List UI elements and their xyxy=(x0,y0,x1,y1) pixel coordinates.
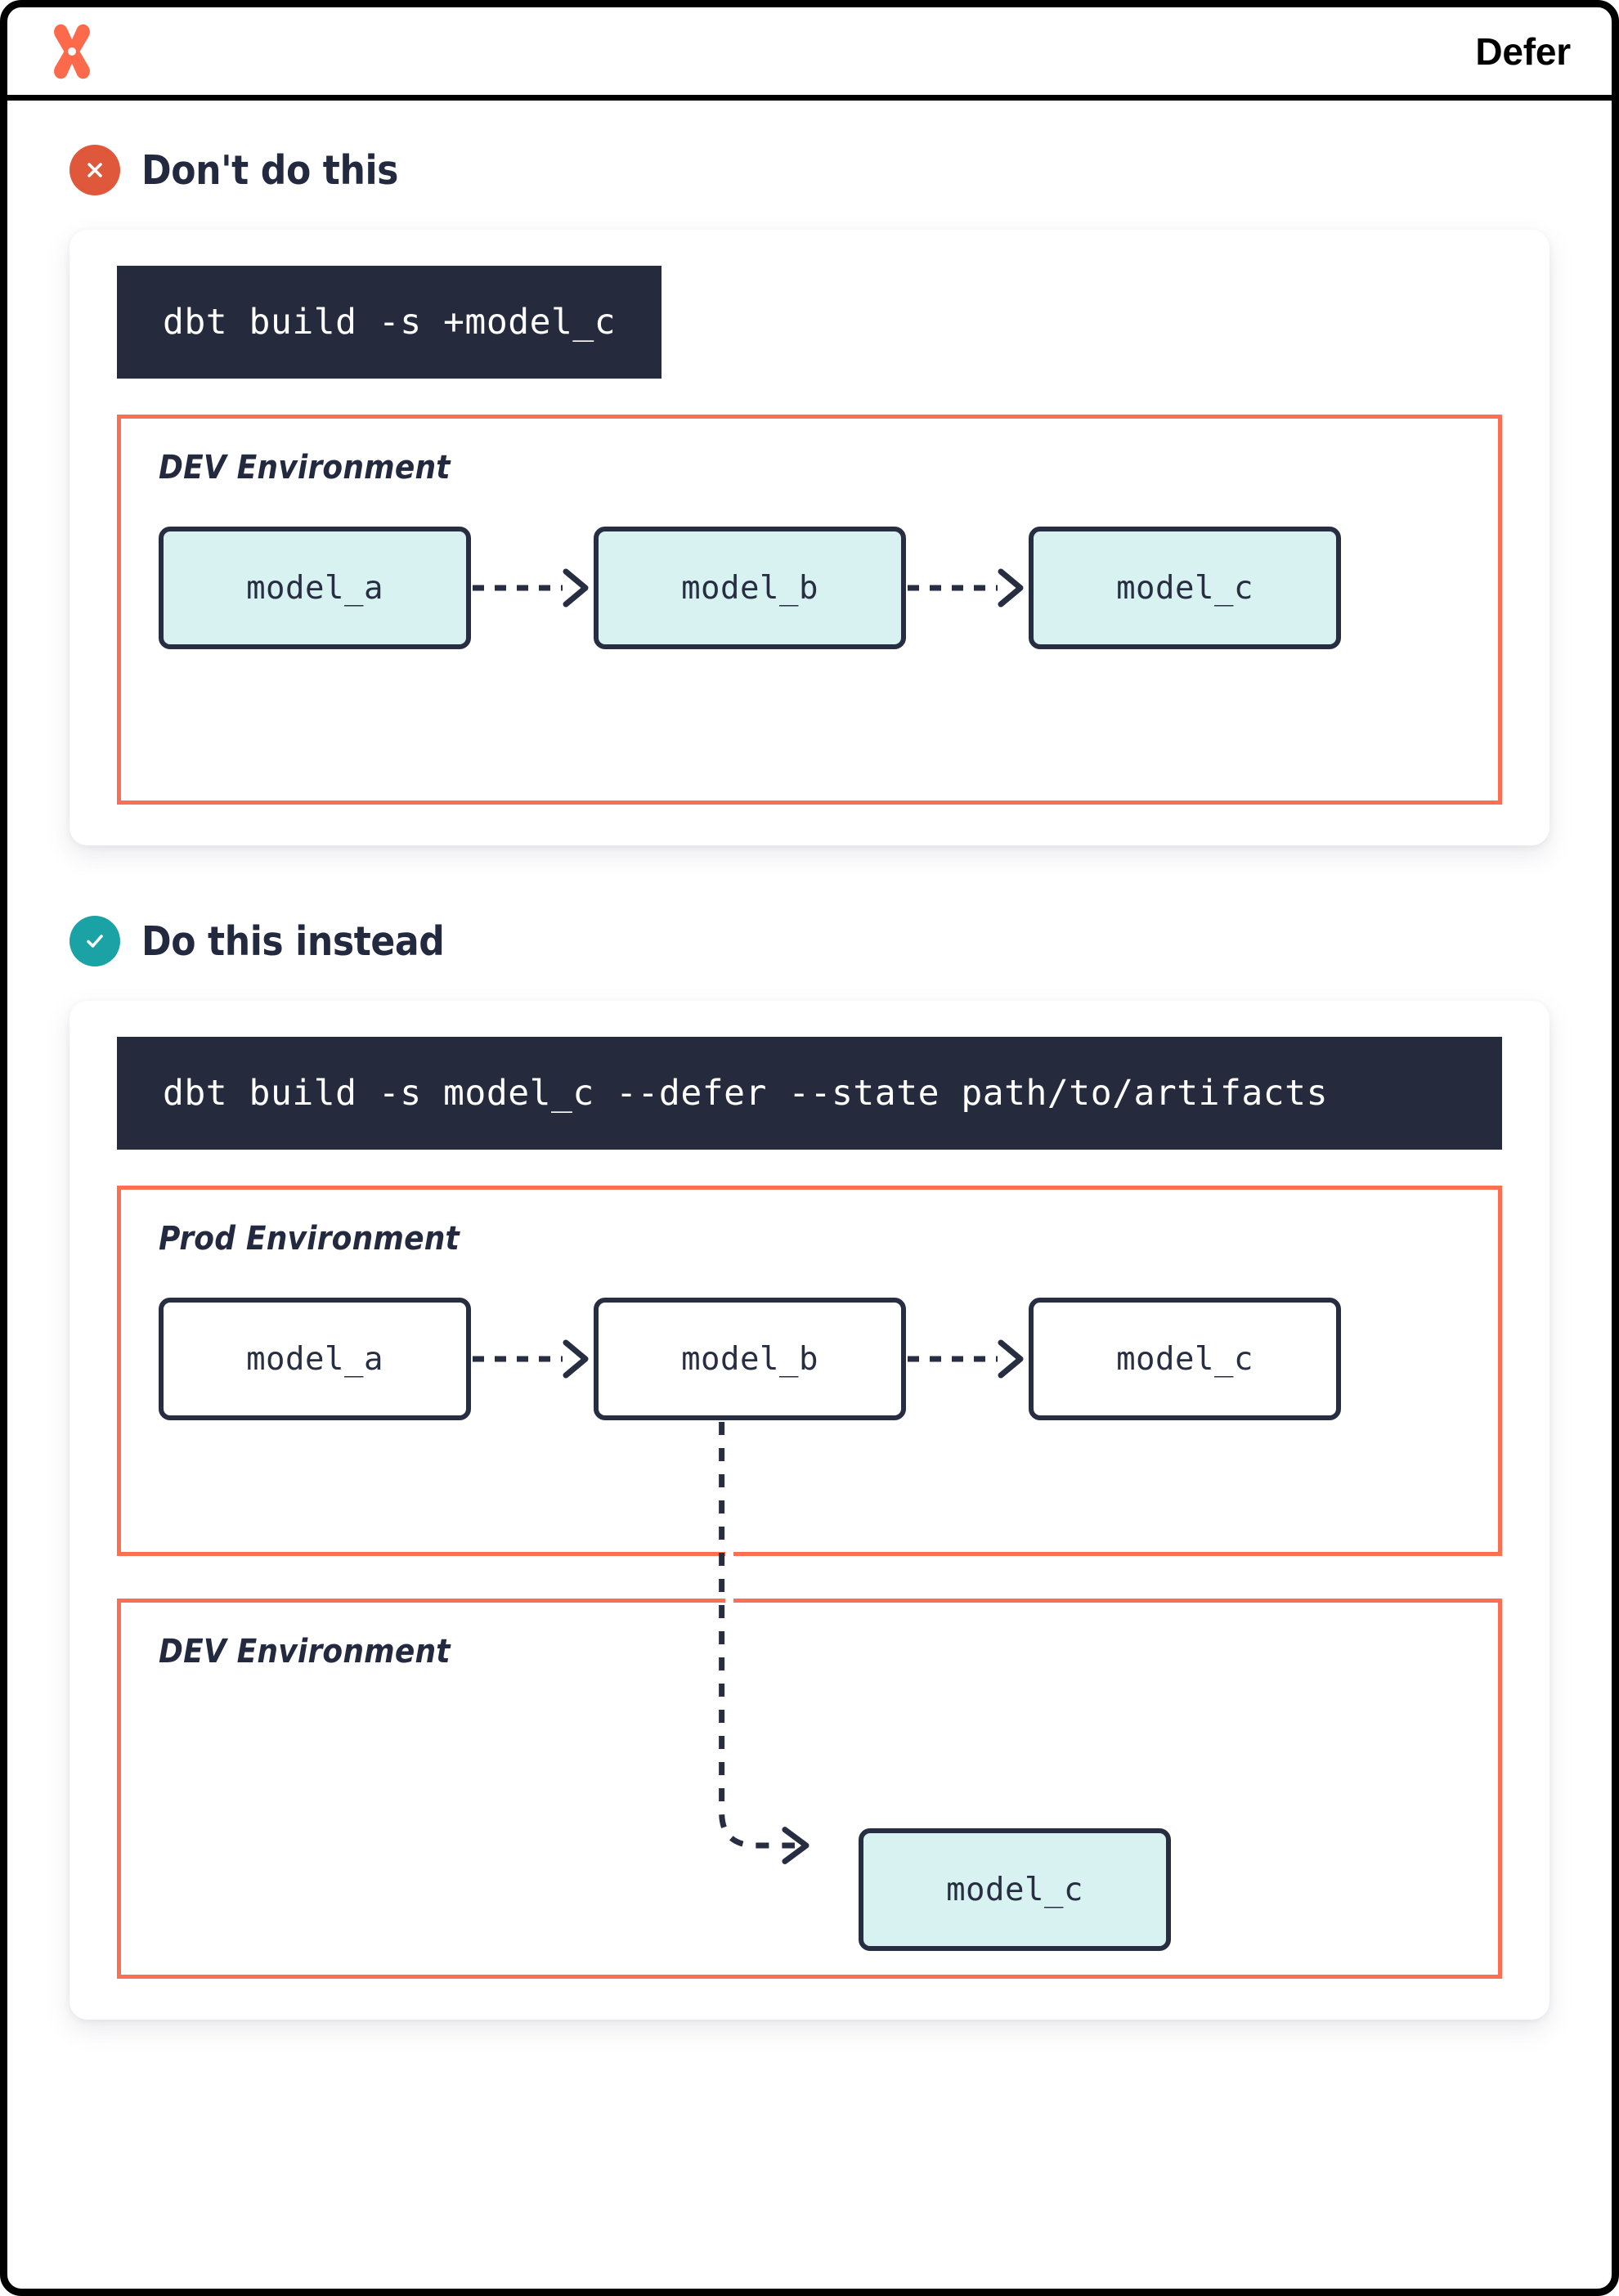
env-border-segment-right xyxy=(733,1552,1502,1556)
dashed-arrow-icon xyxy=(908,568,1024,608)
section-title-dont: Don't do this xyxy=(141,146,398,194)
model-node[interactable]: model_a xyxy=(159,1298,471,1420)
environment-box-dev-2: DEV Environment model_c xyxy=(117,1599,1502,1979)
logo-wrap xyxy=(47,22,97,81)
env-border-segment-left xyxy=(117,1552,725,1556)
dbt-logo-icon xyxy=(54,24,90,78)
page-title: Defer xyxy=(1475,29,1571,73)
model-node[interactable]: model_b xyxy=(594,1298,906,1420)
command-block-dont: dbt build -s +model_c xyxy=(117,266,662,379)
dashed-arrow-icon xyxy=(908,1339,1024,1379)
model-node[interactable]: model_a xyxy=(159,527,471,649)
environment-box-dev-1: DEV Environment model_a model_b model_c xyxy=(117,415,1502,805)
model-node[interactable]: model_b xyxy=(594,527,906,649)
model-node[interactable]: model_c xyxy=(859,1828,1171,1951)
section-header-do: Do this instead xyxy=(70,916,1549,966)
dashed-arrow-icon xyxy=(473,1339,589,1379)
section-title-do: Do this instead xyxy=(141,917,445,965)
x-circle-icon xyxy=(70,145,120,195)
check-circle-icon xyxy=(70,916,120,966)
dashed-arrow-icon xyxy=(473,568,589,608)
environment-label-dev-2: DEV Environment xyxy=(159,1633,451,1670)
model-chain-prod: model_a model_b model_c xyxy=(159,1298,1460,1420)
card-do: dbt build -s model_c --defer --state pat… xyxy=(70,1001,1549,2020)
card-dont: dbt build -s +model_c DEV Environment mo… xyxy=(70,230,1549,845)
command-block-do: dbt build -s model_c --defer --state pat… xyxy=(117,1037,1502,1150)
model-node[interactable]: model_c xyxy=(1029,527,1341,649)
environments-group: Prod Environment model_a model_b mod xyxy=(117,1186,1502,1979)
section-header-dont: Don't do this xyxy=(70,145,1549,195)
env-border-segment-left xyxy=(117,1599,725,1603)
model-chain-dev-2: model_c xyxy=(159,1828,1460,1951)
model-chain-dev-1: model_a model_b model_c xyxy=(159,527,1460,649)
environment-label-prod: Prod Environment xyxy=(159,1220,460,1258)
environment-box-prod: Prod Environment model_a model_b mod xyxy=(117,1186,1502,1556)
environment-label-dev-1: DEV Environment xyxy=(159,449,451,487)
env-border-segment-right xyxy=(733,1599,1502,1603)
slide-body: Don't do this dbt build -s +model_c DEV … xyxy=(7,101,1612,2069)
header-bar: Defer xyxy=(7,7,1612,101)
env-gap-spacer xyxy=(117,1552,1502,1603)
model-node[interactable]: model_c xyxy=(1029,1298,1341,1420)
